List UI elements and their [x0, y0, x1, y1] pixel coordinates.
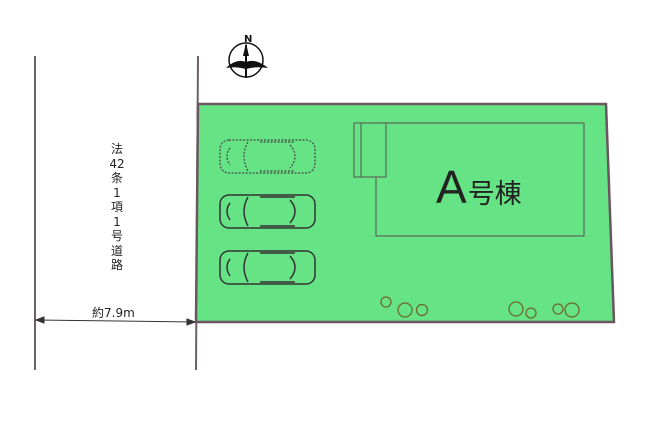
road-label-char: 路 — [110, 258, 123, 272]
road-label-char: 道 — [110, 243, 123, 258]
road-label-char: 1 — [113, 214, 121, 229]
road-label-char: 条 — [110, 171, 123, 185]
road-label-char: 項 — [110, 200, 123, 214]
building-footprint — [353, 122, 585, 237]
north-compass-icon — [226, 42, 268, 78]
north-label: N — [244, 34, 253, 45]
parking-car-1 — [219, 139, 316, 174]
building-suffix: 号棟 — [467, 179, 522, 209]
lot-area — [194, 102, 616, 324]
road-type-label: 法 42 条 1 項 1 号 道 路 — [106, 142, 128, 273]
trees — [380, 296, 580, 319]
road-label-char: 1 — [113, 185, 121, 200]
building-letter: A — [436, 161, 467, 213]
parking-car-2 — [219, 194, 316, 229]
parking-car-3 — [219, 250, 316, 285]
road-label-char: 法 — [110, 142, 123, 156]
building-label: A号棟 — [436, 160, 522, 214]
road-width-label: 約7.9m — [92, 306, 135, 320]
road-label-char: 号 — [110, 229, 123, 243]
width-dimension-arrow — [34, 316, 197, 326]
road-label-char: 42 — [109, 156, 125, 171]
